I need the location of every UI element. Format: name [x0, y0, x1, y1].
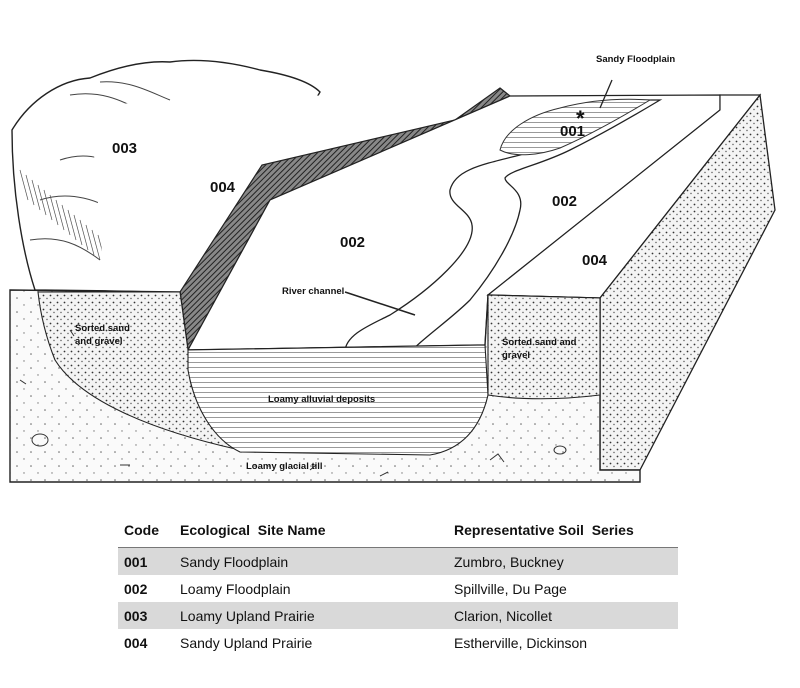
row-code: 001 [118, 547, 174, 575]
row-site-name: Sandy Upland Prairie [180, 634, 313, 651]
row-site-name: Sandy Floodplain [174, 547, 448, 575]
label-sandy-floodplain: Sandy Floodplain [596, 54, 675, 65]
label-sorted-sand-right-1: Sorted sand and [502, 337, 577, 348]
header-code: Code [118, 512, 174, 548]
table-row: 003 Loamy Upland Prairie Clarion, Nicoll… [118, 602, 678, 629]
sandy-floodplain-leader [599, 79, 613, 109]
site-code-001: 001 [560, 123, 585, 140]
row-soil-series: Estherville, Dickinson [454, 634, 588, 651]
label-river-channel: River channel [282, 286, 344, 297]
till-pebbles [19, 329, 567, 477]
block-diagram: 003 004 002 001 002 004 * Sandy Floodpla… [9, 54, 776, 483]
upland-surface-left [90, 88, 500, 292]
label-sorted-sand-right-2: gravel [502, 350, 530, 361]
header-site-name: Ecological Site Name [174, 512, 448, 548]
label-sorted-sand-left-2: and gravel [75, 336, 123, 347]
header-soil-series: Representative Soil Series [448, 512, 678, 548]
row-code: 004 [124, 634, 148, 651]
sandy-floodplain-deposit [499, 98, 652, 156]
row-soil-series: Zumbro, Buckney [448, 547, 678, 575]
row-code: 003 [118, 602, 174, 629]
row-site-name: Loamy Floodplain [180, 580, 291, 597]
alluvial-deposits [187, 344, 489, 456]
site-code-002-right: 002 [552, 193, 577, 210]
table-row: 001 Sandy Floodplain Zumbro, Buckney [118, 547, 678, 575]
table-header-row: Code Ecological Site Name Representative… [118, 512, 678, 548]
table-row: 002 Loamy Floodplain Spillville, Du Page [118, 575, 678, 602]
table-row: 004 Sandy Upland Prairie Estherville, Di… [118, 629, 678, 656]
label-loamy-glacial-till: Loamy glacial till [246, 461, 323, 472]
row-code: 002 [124, 580, 148, 597]
site-code-004-right: 004 [582, 252, 608, 269]
ecological-site-table-container: Code Ecological Site Name Representative… [118, 512, 678, 656]
row-soil-series: Spillville, Du Page [454, 580, 567, 597]
river-channel-leader [344, 291, 416, 316]
site-code-003: 003 [112, 140, 137, 157]
label-loamy-alluvial: Loamy alluvial deposits [268, 394, 375, 405]
site-code-004-left: 004 [210, 179, 236, 196]
highlight-marker: * [576, 106, 585, 131]
site-code-002-left: 002 [340, 234, 365, 251]
row-soil-series: Clarion, Nicollet [448, 602, 678, 629]
ecological-site-table: Code Ecological Site Name Representative… [118, 512, 678, 656]
label-sorted-sand-left-1: Sorted sand [75, 323, 130, 334]
row-site-name: Loamy Upland Prairie [174, 602, 448, 629]
sorted-sand-right [487, 294, 601, 400]
